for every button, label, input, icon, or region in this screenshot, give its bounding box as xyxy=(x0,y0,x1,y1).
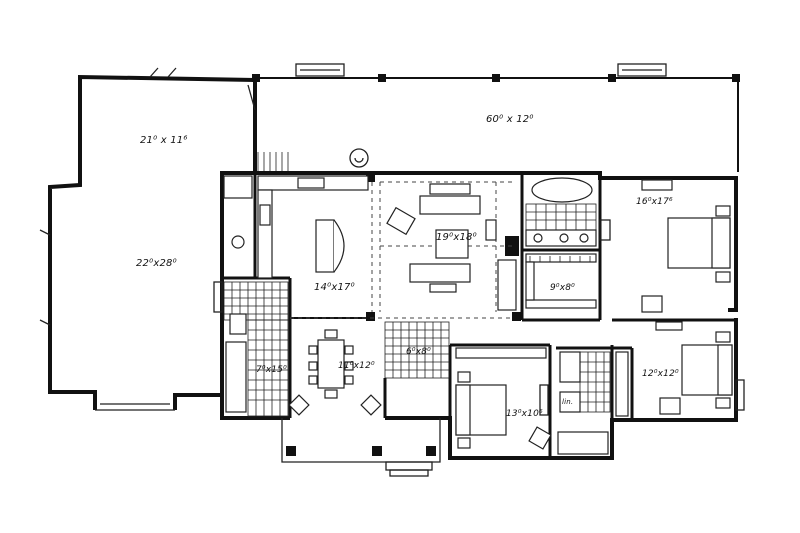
bedroom-2-label: 13⁰x10⁶ xyxy=(506,409,543,419)
garage-label: 22⁰x28⁰ xyxy=(136,258,177,269)
master-bedroom-label: 16⁰x17⁶ xyxy=(636,197,673,207)
great-room-furniture xyxy=(386,183,517,311)
linen-label: lin. xyxy=(562,398,573,406)
foyer xyxy=(383,321,450,418)
room-labels: 21⁰ x 11⁶ 22⁰x28⁰ 60⁰ x 12⁰ 14⁰x17⁰ 19⁰x… xyxy=(136,114,679,419)
patio xyxy=(252,63,740,172)
master-bath xyxy=(525,177,597,247)
laundry xyxy=(213,281,289,417)
foyer-label: 6⁰x8⁰ xyxy=(406,347,431,357)
bedroom-3 xyxy=(655,321,745,415)
master-closet xyxy=(525,253,597,309)
patio-label: 60⁰ x 12⁰ xyxy=(486,114,534,125)
bedroom-3-label: 12⁰x12⁰ xyxy=(642,369,679,379)
front-porch xyxy=(281,418,441,477)
master-closet-label: 9⁰x8⁰ xyxy=(550,283,575,293)
great-room-label: 19⁰x18⁰ xyxy=(436,232,477,243)
dining xyxy=(288,329,382,416)
master-bedroom xyxy=(599,179,731,313)
hall-bath xyxy=(557,351,629,455)
kitchen-label: 14⁰x17⁰ xyxy=(314,282,355,293)
bedroom-2 xyxy=(455,347,552,450)
dining-label: 11⁰x12⁰ xyxy=(338,361,375,371)
laundry-label: 7⁰x15⁰ xyxy=(256,365,287,375)
garage-upper-label: 21⁰ x 11⁶ xyxy=(140,135,188,146)
kitchen xyxy=(223,175,369,279)
